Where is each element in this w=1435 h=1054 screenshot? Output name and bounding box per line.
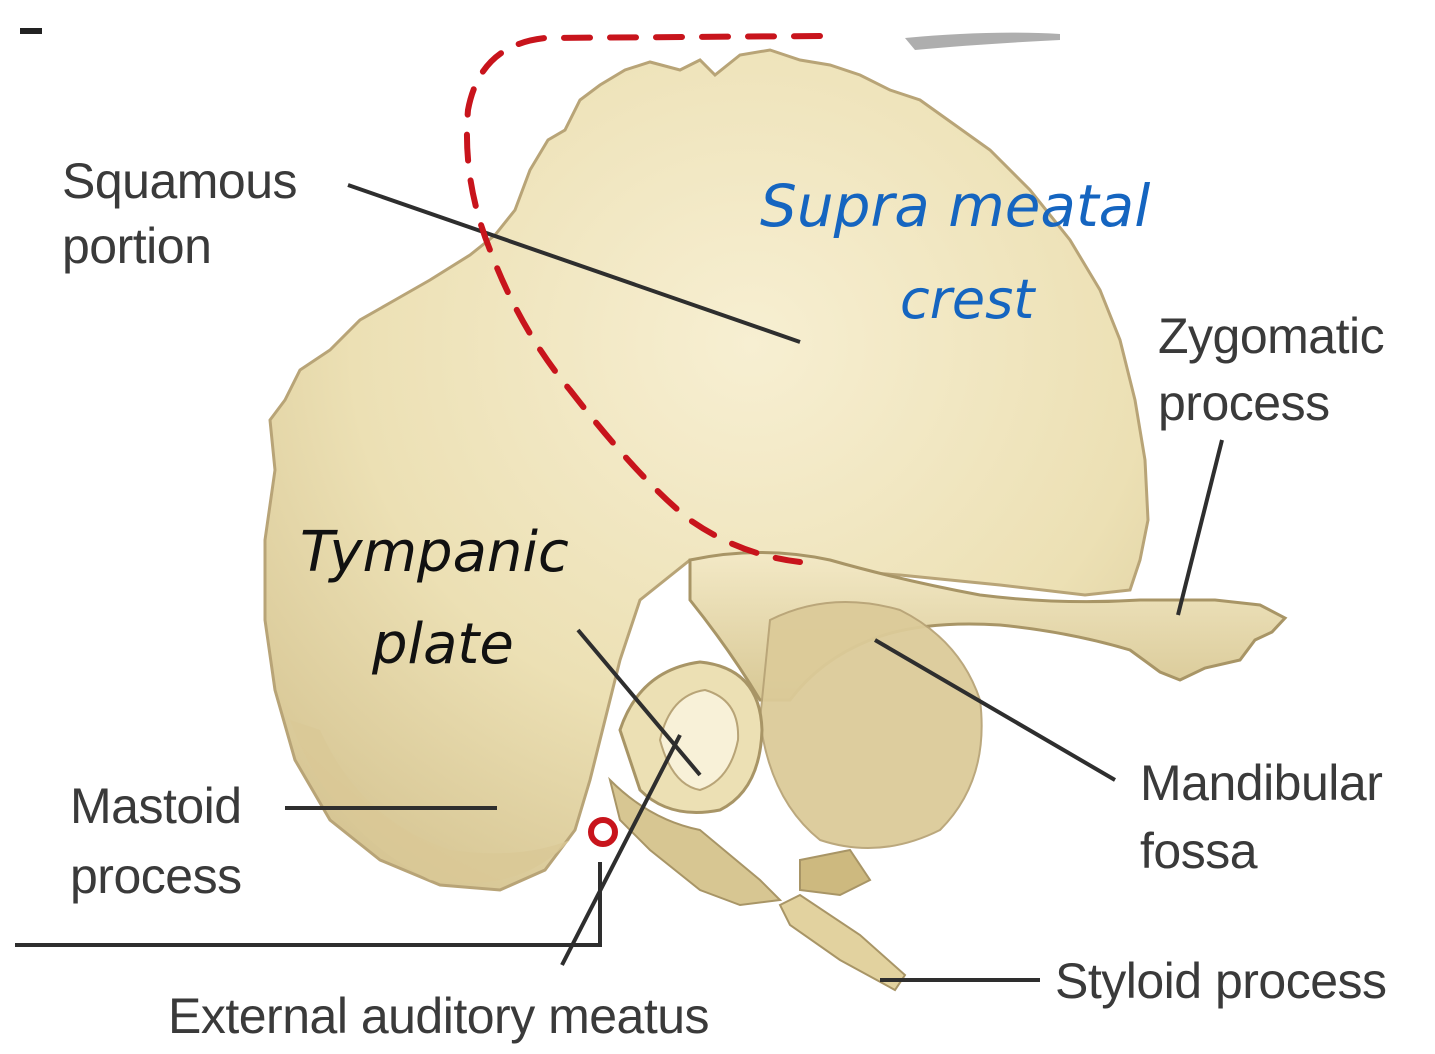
label-squamous-line1: Squamous	[62, 150, 297, 212]
label-mastoid-line1: Mastoid	[70, 775, 242, 837]
label-zygomatic-line2: process	[1158, 372, 1330, 434]
annotation-supra-meatal-line1: Supra meatal	[760, 172, 1150, 240]
styloid-process-shape	[780, 895, 905, 990]
scan-smudge	[905, 33, 1060, 50]
annotation-supra-meatal-line2: crest	[900, 268, 1034, 331]
styloid-sheath-shape	[800, 850, 870, 895]
scan-dash	[20, 28, 42, 34]
label-squamous-line2: portion	[62, 215, 211, 277]
leader-zygomatic	[1178, 440, 1222, 615]
label-mandibular-line1: Mandibular	[1140, 752, 1382, 814]
label-mastoid-line2: process	[70, 845, 242, 907]
label-zygomatic-line1: Zygomatic	[1158, 305, 1384, 367]
annotation-tympanic-line2: plate	[372, 612, 514, 677]
annotation-tympanic-line1: Tympanic	[300, 520, 569, 585]
label-mandibular-line2: fossa	[1140, 820, 1257, 882]
meatus-marker-icon	[591, 820, 615, 844]
label-styloid-process: Styloid process	[1055, 950, 1387, 1012]
mandibular-fossa-shape	[760, 602, 982, 848]
label-external-auditory-meatus: External auditory meatus	[168, 985, 709, 1047]
